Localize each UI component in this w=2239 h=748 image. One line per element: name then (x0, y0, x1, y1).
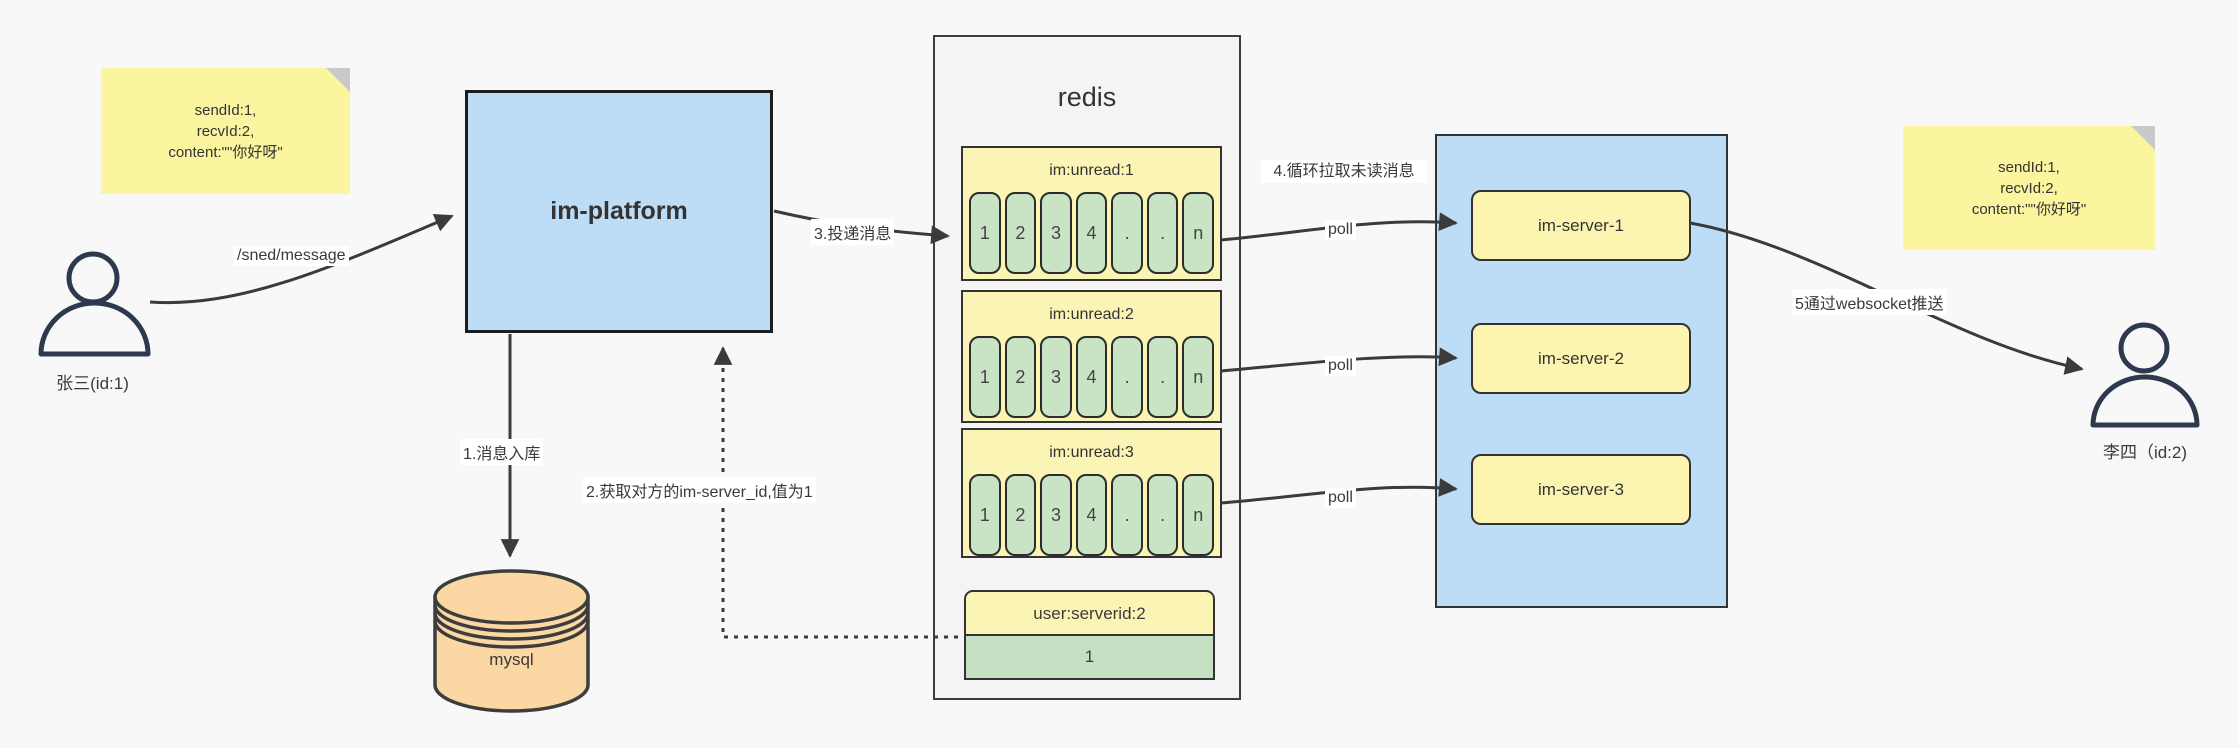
im-server-2-box: im-server-2 (1471, 323, 1691, 394)
queue-cell: 2 (1004, 192, 1037, 274)
queue-name: im:unread:2 (1049, 306, 1134, 323)
note-fold-icon (326, 68, 350, 92)
redis-queue-unread-1: im:unread:1 1 2 3 4 . . n (961, 146, 1222, 281)
note-line: recvId:2, (196, 122, 255, 140)
edge-label-get-server-id: 2.获取对方的im-server_id,值为1 (583, 477, 816, 503)
edge-label-poll-3: poll (1325, 488, 1356, 508)
queue-cell: n (1182, 474, 1215, 556)
redis-kv-user-serverid: user:serverid:2 1 (964, 590, 1215, 680)
edge-label-websocket-push: 5通过websocket推送 (1792, 289, 1947, 315)
edge-label-poll-1: poll (1325, 220, 1356, 240)
queue-cells: 1 2 3 4 . . n (963, 336, 1220, 423)
mysql-database-icon (433, 569, 590, 713)
note-line: sendId:1, (194, 101, 257, 119)
edge-label-loop-pull: 4.循环拉取未读消息 (1261, 160, 1427, 183)
queue-cell: 4 (1075, 474, 1108, 556)
sender-label: 张三(id:1) (56, 374, 129, 393)
queue-cell: . (1146, 474, 1179, 556)
redis-panel: redis im:unread:1 1 2 3 4 . . n im:unrea… (933, 35, 1241, 700)
queue-cell: 3 (1040, 474, 1072, 556)
queue-cell: . (1111, 474, 1143, 556)
queue-name: im:unread:3 (1049, 444, 1134, 461)
queue-cell: . (1146, 192, 1179, 274)
kv-key: user:serverid:2 (964, 590, 1215, 636)
queue-cell: 1 (969, 336, 1001, 418)
queue-cell: 3 (1040, 336, 1072, 418)
user-icon-sender (38, 251, 151, 357)
queue-cell: 3 (1040, 192, 1072, 274)
edge-label-deliver-message: 3.投递消息 (811, 219, 895, 245)
queue-cells: 1 2 3 4 . . n (963, 474, 1220, 561)
im-server-label: im-server-3 (1538, 479, 1624, 499)
edge-label-store-message: 1.消息入库 (460, 439, 544, 465)
user-icon-receiver (2090, 322, 2200, 428)
note-line: content:""你好呀" (1971, 200, 2087, 218)
sticky-note-left: sendId:1, recvId:2, content:""你好呀" (101, 68, 350, 194)
note-fold-icon (2131, 126, 2155, 150)
im-server-3-box: im-server-3 (1471, 454, 1691, 525)
im-platform-label: im-platform (550, 197, 688, 225)
edge-label-poll-2: poll (1325, 356, 1356, 376)
kv-value: 1 (964, 636, 1215, 680)
im-server-label: im-server-2 (1538, 348, 1624, 368)
note-line: sendId:1, (1998, 158, 2060, 176)
queue-cell: n (1182, 192, 1215, 274)
im-server-1-box: im-server-1 (1471, 190, 1691, 261)
queue-cell: 2 (1004, 336, 1037, 418)
im-server-label: im-server-1 (1538, 215, 1624, 235)
redis-queue-unread-3: im:unread:3 1 2 3 4 . . n (961, 428, 1222, 558)
queue-cell: 1 (969, 474, 1001, 556)
im-server-cluster-box: im-server-1 im-server-2 im-server-3 (1435, 134, 1728, 608)
redis-queue-unread-2: im:unread:2 1 2 3 4 . . n (961, 290, 1222, 423)
redis-title: redis (1057, 82, 1117, 112)
receiver-label: 李四（id:2) (2102, 443, 2188, 462)
note-line: content:""你好呀" (168, 143, 283, 161)
mysql-label: mysql (489, 650, 534, 669)
sticky-note-right: sendId:1, recvId:2, content:""你好呀" (1903, 126, 2155, 250)
queue-cell: n (1182, 336, 1215, 418)
queue-cell: 4 (1075, 336, 1108, 418)
edge-label-send-message: /sned/message (234, 246, 349, 266)
queue-cell: . (1111, 192, 1143, 274)
queue-name: im:unread:1 (1049, 162, 1134, 179)
im-platform-box: im-platform (465, 90, 773, 333)
queue-cell: 1 (969, 192, 1001, 274)
queue-cell: 2 (1004, 474, 1037, 556)
note-line: recvId:2, (2000, 179, 2058, 197)
queue-cells: 1 2 3 4 . . n (963, 192, 1220, 279)
queue-cell: 4 (1075, 192, 1108, 274)
queue-cell: . (1111, 336, 1143, 418)
queue-cell: . (1146, 336, 1179, 418)
